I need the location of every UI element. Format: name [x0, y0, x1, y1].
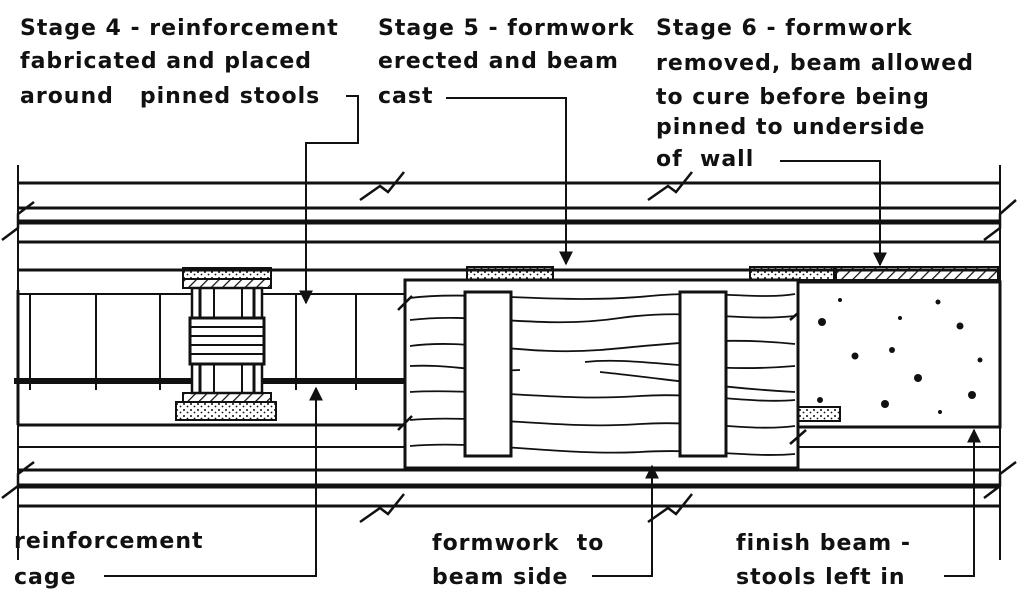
finished-concrete-beam — [749, 266, 1002, 429]
stage4-leader — [299, 95, 359, 305]
stage5-label: Stage 5 - formwork erected and beam cast — [378, 16, 635, 109]
lower-wall — [1, 423, 1017, 524]
stage5-line-1: Stage 5 - formwork — [378, 16, 635, 41]
stage5-leader — [446, 97, 573, 266]
formwork-label: formwork to beam side — [432, 531, 604, 590]
stage4-label: Stage 4 - reinforcement fabricated and p… — [20, 16, 339, 109]
reinforcement-line-1: reinforcement — [14, 529, 204, 554]
stage6-line-5: of wall — [656, 147, 754, 172]
stage6-line-1: Stage 6 - formwork — [656, 16, 913, 41]
stage6-line-2: removed, beam allowed — [656, 51, 974, 76]
stage6-line-4: pinned to underside — [656, 115, 925, 140]
stage4-line-3: around pinned stools — [20, 84, 320, 109]
finish-beam-label: finish beam - stools left in — [736, 531, 911, 590]
stage6-leader — [780, 160, 887, 267]
formwork-beam-side — [397, 278, 807, 470]
leader-lines — [104, 95, 981, 577]
stage6-label: Stage 6 - formwork removed, beam allowed… — [656, 16, 974, 172]
finish-line-2: stools left in — [736, 565, 906, 590]
stage6-line-3: to cure before being — [656, 85, 930, 110]
reinforcement-cage-label: reinforcement cage — [14, 529, 204, 590]
finish-beam-leader — [944, 428, 981, 577]
reinforcement-cage-leader — [104, 386, 323, 577]
stage4-line-1: Stage 4 - reinforcement — [20, 16, 339, 41]
formwork-leader — [592, 464, 659, 577]
reinforcement-line-2: cage — [14, 565, 77, 590]
stage4-line-2: fabricated and placed — [20, 49, 312, 74]
pinned-stool-left — [175, 267, 277, 421]
formwork-line-1: formwork to — [432, 531, 604, 556]
formwork-line-2: beam side — [432, 565, 568, 590]
stage5-line-2: erected and beam — [378, 49, 619, 74]
pinning-pad-stage5 — [466, 266, 554, 281]
finish-line-1: finish beam - — [736, 531, 911, 556]
stage5-line-3: cast — [378, 84, 434, 109]
stage4-reinforcement-section — [14, 290, 405, 425]
